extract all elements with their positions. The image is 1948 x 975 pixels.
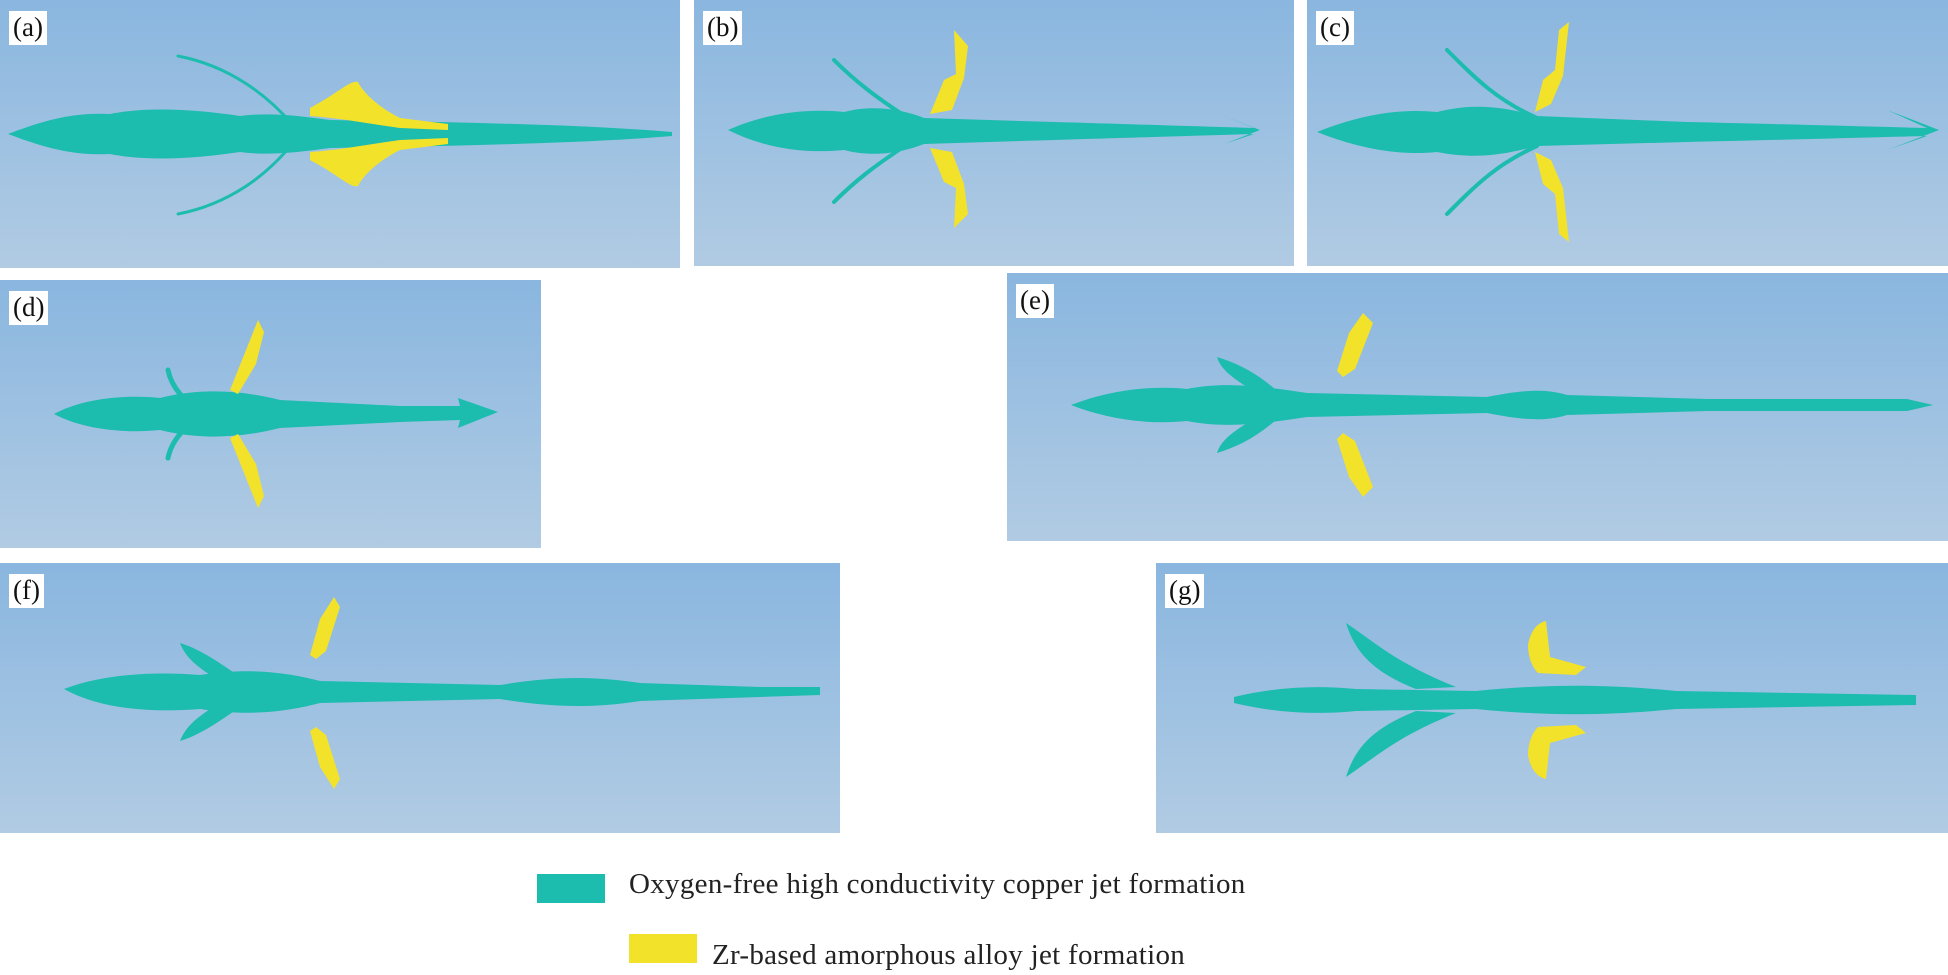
panel-f: (f) xyxy=(0,563,840,833)
jet-simulation-e xyxy=(1071,313,1933,497)
legend-label-copper: Oxygen-free high conductivity copper jet… xyxy=(629,868,1246,900)
panel-e: (e) xyxy=(1007,273,1948,541)
panel-a: (a) xyxy=(0,0,680,268)
legend-label-zr: Zr-based amorphous alloy jet formation xyxy=(712,939,1186,971)
panel-label-e: (e) xyxy=(1016,284,1054,318)
panel-label-d: (d) xyxy=(9,291,49,325)
jet-simulation-b xyxy=(728,30,1260,228)
jet-simulation-c xyxy=(1317,22,1939,242)
panel-label-b: (b) xyxy=(703,11,743,45)
jet-simulation-f xyxy=(64,597,820,789)
jet-simulation-a xyxy=(8,54,672,216)
panel-b: (b) xyxy=(694,0,1294,266)
legend-swatch-copper xyxy=(537,874,605,903)
panel-label-c: (c) xyxy=(1316,11,1354,45)
jet-simulation-g xyxy=(1234,621,1916,779)
panel-d: (d) xyxy=(0,280,541,548)
panel-label-f: (f) xyxy=(9,574,44,608)
panel-c: (c) xyxy=(1307,0,1948,266)
panel-label-g: (g) xyxy=(1165,574,1205,608)
panel-label-a: (a) xyxy=(9,11,47,45)
panel-g: (g) xyxy=(1156,563,1948,833)
legend-swatch-zr xyxy=(629,934,697,963)
jet-simulation-d xyxy=(54,320,498,508)
